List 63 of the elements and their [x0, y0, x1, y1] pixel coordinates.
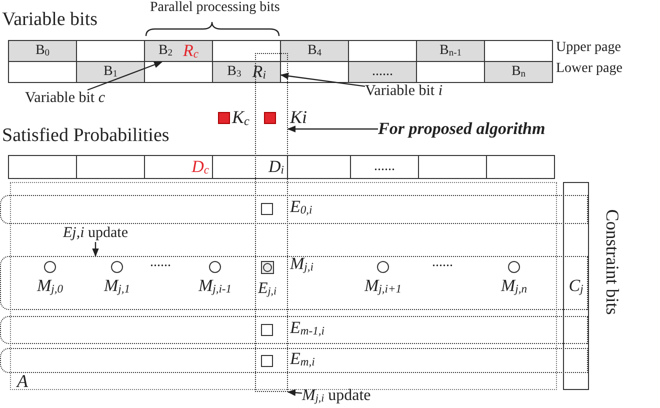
row-label: Lower page — [556, 61, 622, 77]
bit-cell — [484, 40, 553, 62]
probability-cell — [418, 155, 487, 179]
node-symbol: E$_{0,i}$ — [290, 197, 312, 217]
leader-arrow — [87, 61, 162, 91]
bit-cell — [144, 40, 213, 62]
bit-label: B$_{n-1}$ — [439, 43, 462, 59]
probability-symbol: K$_{c}$ — [232, 107, 250, 128]
annotation-text: Ej,i update — [63, 225, 128, 242]
bit-label: B$_{4}$ — [307, 43, 322, 59]
bit-cell — [8, 40, 77, 62]
probability-cell — [212, 155, 288, 179]
leader-arrow — [287, 389, 302, 396]
annotation-text: Variable bit c — [25, 90, 105, 107]
probability-symbol: Ki — [290, 107, 308, 128]
bit-label: ...... — [372, 64, 393, 80]
probability-cell — [76, 155, 145, 179]
side-label: Constraint bits — [602, 209, 622, 315]
annotation-text: For proposed algorithm — [378, 119, 546, 139]
bit-cell — [280, 40, 349, 62]
probability-cell — [144, 155, 213, 179]
node-symbol: M$_{j,i-1}$ — [198, 276, 232, 296]
matrix-label: A — [17, 372, 28, 390]
annotation-text: M$_{j,i}$ update — [302, 387, 371, 405]
probability-cell — [287, 155, 351, 179]
node-symbol: M$_{j,1}$ — [104, 276, 130, 296]
node-symbol: M$_{j,0}$ — [36, 276, 64, 296]
bit-label: R$_{c}$ — [183, 41, 199, 61]
leader-arrow — [287, 126, 378, 132]
leader-arrow — [92, 242, 99, 257]
probability-label: D$_{c}$ — [192, 157, 209, 177]
probability-label: D$_{i}$ — [268, 157, 284, 177]
probability-cell — [486, 155, 555, 179]
probability-cell — [350, 155, 419, 179]
bit-cell — [416, 40, 485, 62]
node-symbol: M$_{j,i}$ — [290, 254, 314, 274]
leader-arrow — [280, 72, 366, 87]
annotation-text: Variable bit i — [365, 83, 442, 100]
bit-label: B$_{0}$ — [35, 43, 50, 59]
bit-cell — [76, 61, 145, 83]
constraint-column — [563, 182, 589, 390]
heading-label: Parallel processing bits — [150, 0, 280, 16]
node-symbol: M$_{j,n}$ — [500, 276, 528, 296]
probability-label: ...... — [374, 159, 395, 175]
bit-cell — [484, 61, 553, 83]
node-symbol: E$_{m,i}$ — [290, 349, 315, 369]
bit-label: B$_{n}$ — [511, 64, 526, 80]
node-symbol: E$_{j,i}$ — [258, 280, 277, 298]
bit-cell — [348, 61, 417, 83]
bit-label: B$_{3}$ — [227, 64, 242, 80]
bit-label: B$_{1}$ — [103, 64, 118, 80]
probability-cell — [8, 155, 77, 179]
node-symbol: M$_{j,i+1}$ — [364, 276, 402, 296]
constraint-symbol: C$_{j}$ — [568, 276, 584, 296]
bit-cell — [212, 61, 281, 83]
bit-cell — [8, 61, 77, 83]
node-symbol: E$_{m-1,i}$ — [290, 318, 324, 338]
ellipsis-text: ...... — [150, 255, 171, 271]
heading-label: Variable bits — [2, 9, 98, 31]
ellipsis-text: ...... — [432, 255, 453, 271]
row-label: Upper page — [556, 40, 621, 56]
bit-label: B$_{2}$ — [158, 43, 173, 59]
heading-label: Satisfied Probabilities — [2, 125, 170, 147]
